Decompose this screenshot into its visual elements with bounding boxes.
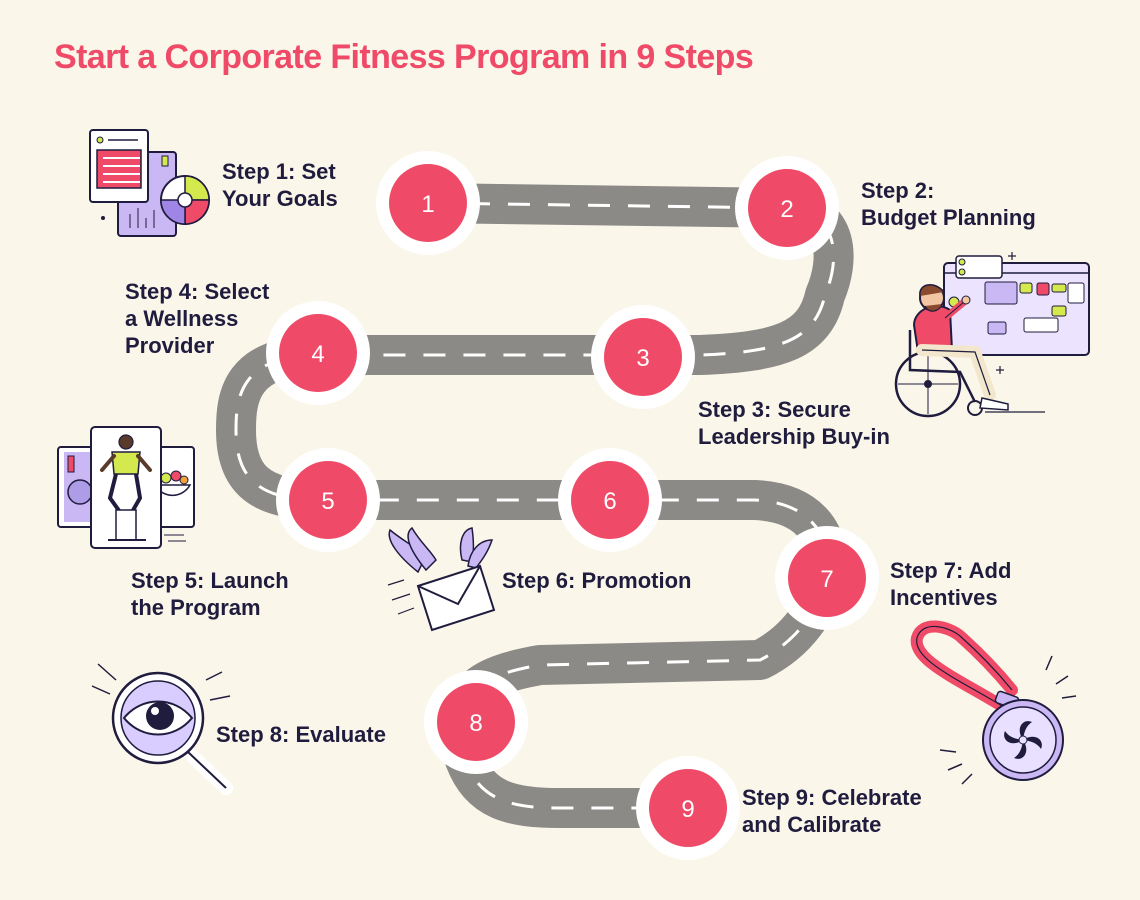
step-marker-number: 7 <box>820 566 833 593</box>
winged-envelope-icon <box>387 526 496 632</box>
step-7-label: Step 7: Add Incentives <box>890 557 1011 611</box>
step-3-label-line-1: Step 3: Secure <box>698 397 851 422</box>
fitness-cards-icon <box>57 426 195 549</box>
step-marker-8[interactable]: 8 <box>424 670 528 774</box>
step-marker-2[interactable]: 2 <box>735 156 839 260</box>
step-markers: 1 2 3 4 5 6 7 <box>266 151 879 860</box>
step-marker-number: 3 <box>636 345 649 372</box>
step-marker-1[interactable]: 1 <box>376 151 480 255</box>
medal-icon <box>910 620 1077 785</box>
step-9-label: Step 9: Celebrate and Calibrate <box>742 784 922 838</box>
step-6-label: Step 6: Promotion <box>502 567 691 594</box>
step-marker-5[interactable]: 5 <box>276 448 380 552</box>
step-marker-7[interactable]: 7 <box>775 526 879 630</box>
step-marker-number: 2 <box>780 196 793 223</box>
step-6-label-line-1: Step 6: Promotion <box>502 568 692 593</box>
step-2-label: Step 2: Budget Planning <box>861 177 1036 231</box>
step-4-label-line-2: a Wellness <box>125 306 239 331</box>
step-4-label: Step 4: Select a Wellness Provider <box>125 278 269 359</box>
step-marker-number: 5 <box>321 488 334 515</box>
step-8-label: Step 8: Evaluate <box>216 721 386 748</box>
step-9-label-line-1: Step 9: Celebrate <box>742 785 922 810</box>
step-marker-number: 6 <box>603 488 616 515</box>
step-7-label-line-1: Step 7: Add <box>890 558 1012 583</box>
step-marker-6[interactable]: 6 <box>558 448 662 552</box>
step-marker-number: 1 <box>421 191 434 218</box>
step-3-label: Step 3: Secure Leadership Buy-in <box>698 396 890 450</box>
step-4-label-line-3: Provider <box>125 333 215 358</box>
goals-document-chart-icon <box>89 129 210 237</box>
step-3-label-line-2: Leadership Buy-in <box>698 424 890 449</box>
presenter-wheelchair-board-icon <box>894 252 1090 418</box>
step-7-label-line-2: Incentives <box>890 585 998 610</box>
step-marker-number: 4 <box>311 341 324 368</box>
step-1-label-line-1: Step 1: Set <box>222 159 336 184</box>
page-title: Start a Corporate Fitness Program in 9 S… <box>54 38 754 76</box>
step-8-label-line-1: Step 8: Evaluate <box>216 722 386 747</box>
step-4-label-line-1: Step 4: Select <box>125 279 270 304</box>
step-2-label-line-2: Budget Planning <box>861 205 1036 230</box>
step-5-label-line-1: Step 5: Launch <box>131 568 289 593</box>
step-5-label: Step 5: Launch the Program <box>131 567 289 621</box>
step-9-label-line-2: and Calibrate <box>742 812 882 837</box>
step-marker-4[interactable]: 4 <box>266 301 370 405</box>
step-1-label: Step 1: Set Your Goals <box>222 158 338 212</box>
step-5-label-line-2: the Program <box>131 595 261 620</box>
step-2-label-line-1: Step 2: <box>861 178 935 203</box>
step-1-label-line-2: Your Goals <box>222 186 338 211</box>
step-marker-3[interactable]: 3 <box>591 305 695 409</box>
magnifying-glass-eye-icon <box>91 663 233 795</box>
step-marker-number: 8 <box>469 710 482 737</box>
step-marker-9[interactable]: 9 <box>636 756 740 860</box>
step-marker-number: 9 <box>681 796 694 823</box>
